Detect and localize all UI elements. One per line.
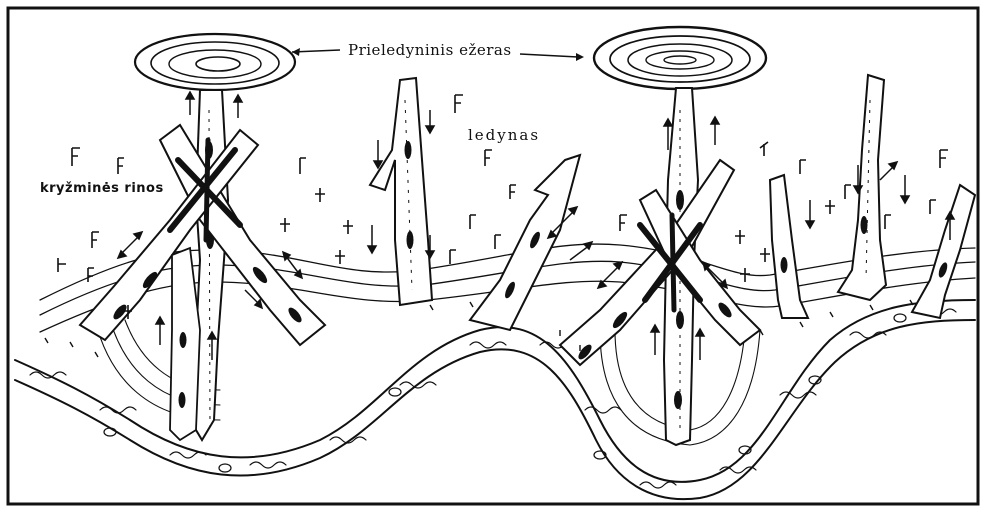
proglacial-lake-left — [135, 34, 295, 90]
ridge-right-diagonal-a — [560, 160, 734, 365]
ridge-middle-1 — [370, 78, 432, 305]
proglacial-lake-right — [594, 27, 766, 89]
ridge-middle-2 — [470, 155, 580, 330]
lake-label-group: Prieledyninis ežeras — [292, 41, 584, 61]
outwash-plain — [15, 300, 975, 499]
glacier-label: ledynas — [468, 126, 540, 144]
lake-label: Prieledyninis ežeras — [348, 41, 512, 59]
cross-ridges-label: kryžminės rinos — [40, 181, 164, 196]
ridge-right-1 — [770, 175, 808, 318]
ridge-left-lower-a — [170, 248, 200, 440]
